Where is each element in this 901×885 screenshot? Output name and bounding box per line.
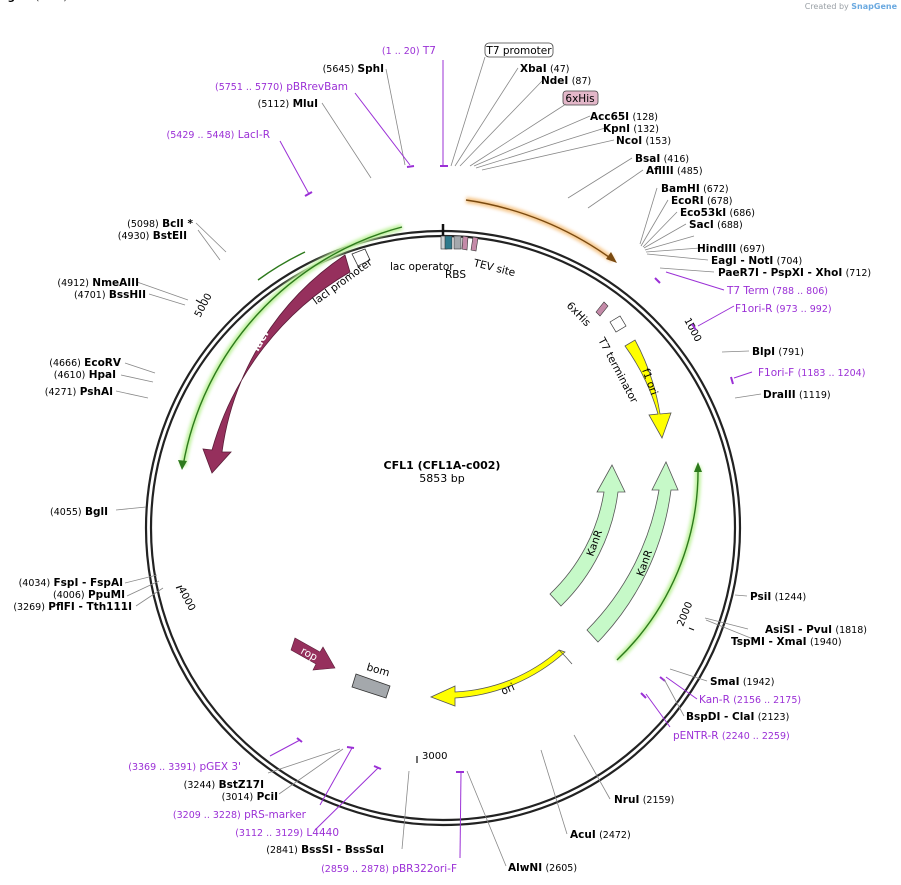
primer-label: (5751 .. 5770) pBRrevBam <box>215 81 348 93</box>
ori-label: ori <box>499 681 516 698</box>
enzyme-label: (3269) PflFI - Tth111I <box>13 601 132 613</box>
enzyme-label: (4610) HpaI <box>54 369 116 381</box>
f1-ori-label: f1 ori <box>639 367 660 397</box>
orf-green-left <box>178 224 403 470</box>
primer-label: pENTR-R (2240 .. 2259) <box>673 730 790 742</box>
tick-mark-2000 <box>688 627 695 631</box>
tick-mark-5000 <box>195 299 202 304</box>
ori-feature: ori <box>429 649 573 707</box>
tick-label-3000: 3000 <box>422 751 447 762</box>
t7-promoter-tag: T7 promoter <box>450 42 554 167</box>
laci-promoter-arrow <box>351 248 371 267</box>
enzyme-label: KpnI (132) <box>603 123 659 135</box>
enzyme-label: AcuI (2472) <box>570 829 631 841</box>
kanr-inner-feature: KanR <box>549 464 626 607</box>
enzyme-label: BlpI (791) <box>752 346 804 358</box>
enzyme-label: EagI - NotI (704) <box>711 255 802 267</box>
enzyme-label: HindIII (697) <box>697 243 765 255</box>
enzyme-label: AflIII (485) <box>646 165 703 177</box>
small-features <box>440 235 479 252</box>
orf-green-right <box>614 462 702 663</box>
enzyme-label: (4055) BglI <box>50 506 108 518</box>
leader-lines <box>115 60 762 867</box>
tick-label-4000: 4000 <box>175 585 197 613</box>
primer-label: T7 Term (788 .. 806) <box>726 285 828 297</box>
enzyme-label: BsaI (416) <box>635 153 689 165</box>
enzyme-label: NcoI (153) <box>616 135 671 147</box>
orf-orange <box>465 197 617 263</box>
enzyme-label: NruI (2159) <box>614 794 674 806</box>
enzyme-label: (4701) BssHII <box>74 289 146 301</box>
primer-label: (2859 .. 2878) pBR322ori-F <box>321 863 457 875</box>
tick-mark-4000 <box>175 585 183 589</box>
t7-terminator-feature <box>609 315 627 333</box>
enzyme-label: (4930) BstEII <box>118 230 187 242</box>
enzyme-label: (5098) BclI * <box>127 218 193 230</box>
his-tag-feature <box>595 301 609 317</box>
enzyme-label: SacI (688) <box>689 219 743 231</box>
enzyme-label: TspMI - XmaI (1940) <box>731 636 842 648</box>
snapgene-credit: Created by SnapGene <box>805 2 897 11</box>
primer-label: Kan-R (2156 .. 2175) <box>699 694 801 706</box>
enzyme-label: (5112) MluI <box>258 98 318 110</box>
enzyme-label: SmaI (1942) <box>710 676 774 688</box>
his-tag-box: 6xHis <box>469 90 599 167</box>
enzyme-label: BspDI - ClaI (2123) <box>686 711 789 723</box>
rbs-label: RBS <box>445 269 466 281</box>
enzyme-label: AsiSI - PvuI (1818) <box>765 624 867 636</box>
enzyme-label: (4034) FspI - FspAI <box>19 577 123 589</box>
primer-label: (3369 .. 3391) pGEX 3' <box>128 761 241 773</box>
enzyme-label: (4912) NmeAIII <box>57 277 139 289</box>
plasmid-name: CFL1 (CFL1A-c002) <box>384 459 501 472</box>
tick-label-2000: 2000 <box>676 600 696 628</box>
enzyme-label: XbaI (47) <box>520 63 569 75</box>
enzyme-label: (3014) PciI <box>222 791 278 803</box>
rop-feature: rop <box>290 637 336 671</box>
primer-label: F1ori-F (1183 .. 1204) <box>758 367 865 379</box>
primer-label: (5429 .. 5448) LacI-R <box>167 129 270 141</box>
enzyme-label: (4666) EcoRV <box>49 357 122 369</box>
tick-marks: 1000 2000 3000 4000 5000 <box>175 292 703 763</box>
bom-label: bom <box>365 661 391 679</box>
credit-prefix: Created by <box>804 2 849 11</box>
enzyme-label: (3244) BstZ17I <box>184 779 264 791</box>
primer-labels: (1 .. 20) T7 (5751 .. 5770) pBRrevBam (542… <box>128 45 865 875</box>
enzyme-label: BamHI (672) <box>661 183 729 195</box>
primer-label: F1ori-R (973 .. 992) <box>735 303 832 315</box>
enzyme-label: SgrAI (5793) <box>0 0 67 3</box>
primer-label: (3112 .. 3129) L4440 <box>235 827 339 839</box>
enzyme-label: Acc65I (128) <box>590 111 658 123</box>
tick-label-5000: 5000 <box>193 292 215 320</box>
enzyme-label: AlwNI (2605) <box>508 862 577 874</box>
enzyme-label: (4271) PshAI <box>45 386 113 398</box>
enzyme-label: NdeI (87) <box>541 75 591 87</box>
enzyme-labels: XbaI (47)NdeI (87) Acc65I (128)KpnI (132)… <box>0 0 871 874</box>
enzyme-label: EcoRI (678) <box>671 195 733 207</box>
his-tag-label: 6xHis <box>564 300 593 329</box>
enzyme-label: PsiI (1244) <box>750 591 806 603</box>
his-tag-box-text: 6xHis <box>565 93 594 105</box>
primer-label: (3209 .. 3228) pRS-marker <box>173 809 307 821</box>
tick-label-1000: 1000 <box>681 316 703 344</box>
tev-site-label: TEV site <box>471 257 516 279</box>
primer-label: (1 .. 20) T7 <box>382 45 436 57</box>
enzyme-label: (4006) PpuMI <box>53 589 125 601</box>
enzyme-label: (2841) BssSI - BssSαI <box>266 844 384 856</box>
enzyme-label: DraIII (1119) <box>763 389 831 401</box>
enzyme-label: PaeR7I - PspXI - XhoI (712) <box>718 267 871 279</box>
bom-feature <box>351 673 391 699</box>
lac-operator-label: lac operator <box>390 261 454 273</box>
enzyme-label: (5645) SphI <box>323 63 384 75</box>
snapgene-logo: SnapGene <box>851 2 897 11</box>
enzyme-label: Eco53kI (686) <box>680 207 755 219</box>
kanr-outer-label: KanR <box>635 548 656 578</box>
plasmid-length: 5853 bp <box>419 472 464 485</box>
t7-promoter-text: T7 promoter <box>485 45 552 57</box>
